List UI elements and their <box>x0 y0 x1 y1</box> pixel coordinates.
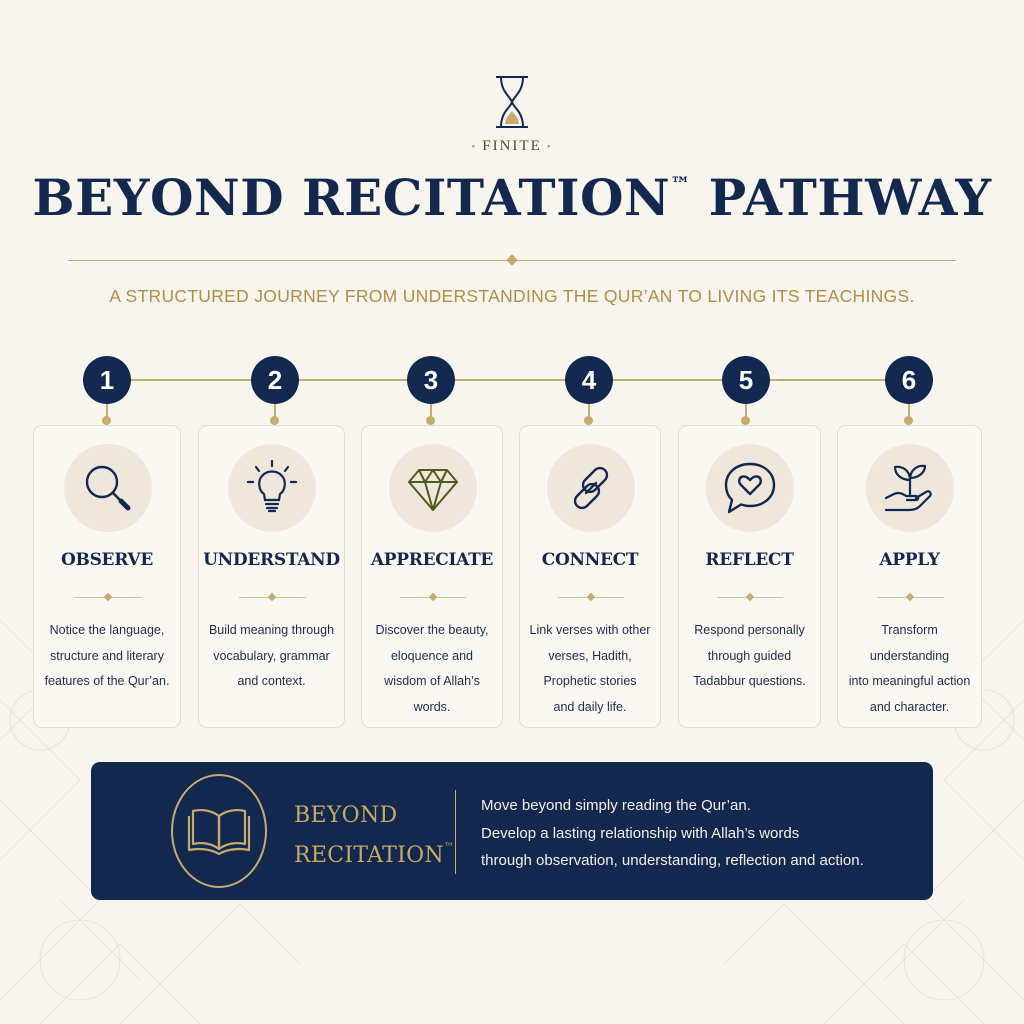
step-description: Notice the language, structure and liter… <box>40 618 174 695</box>
step-number-badge: 6 <box>885 356 933 404</box>
chain-link-icon <box>573 466 609 510</box>
step-title: OBSERVE <box>61 550 153 570</box>
step-description-line: Respond personally <box>694 623 805 637</box>
heart-speech-bubble-icon <box>724 462 776 514</box>
step-title-ornament <box>428 592 438 602</box>
summary-banner: BEYOND RECITATION™ Move beyond simply re… <box>91 762 933 900</box>
diamond-icon <box>408 469 458 511</box>
step-description-line: structure and literary <box>50 648 164 663</box>
step-connector-dot <box>102 416 111 425</box>
step-description-line: and context. <box>237 674 306 688</box>
step-card-reflect: REFLECT Respond personally through guide… <box>678 425 821 728</box>
brand-name-row: •FINITE• <box>471 138 553 154</box>
brand-name: FINITE <box>482 138 542 154</box>
magnifier-icon <box>85 465 131 511</box>
pathway-timeline <box>107 379 910 381</box>
step-number-badge: 2 <box>251 356 299 404</box>
step-description-line: and character. <box>869 699 950 714</box>
step-title-ornament <box>103 592 113 602</box>
brand-logo <box>0 74 1024 130</box>
step-card-appreciate: APPRECIATE Discover the beauty, eloquenc… <box>361 425 503 728</box>
step-icon-backdrop <box>866 444 954 532</box>
title-main: BEYOND RECITATION <box>32 168 671 227</box>
step-connector <box>745 404 747 420</box>
banner-message-line: Develop a lasting relationship with Alla… <box>481 824 800 842</box>
page-title: BEYOND RECITATION™ PATHWAY <box>0 168 1024 227</box>
step-connector-dot <box>270 416 279 425</box>
step-number-badge: 5 <box>722 356 770 404</box>
step-description-line: words. <box>413 699 451 714</box>
step-description-line: Discover the beauty, <box>375 623 489 637</box>
banner-brand-word: RECITATION <box>294 843 444 868</box>
banner-trademark-mark: ™ <box>443 842 455 853</box>
step-title: CONNECT <box>541 550 639 570</box>
step-connector-dot <box>741 416 750 425</box>
step-description: Discover the beauty, eloquence and wisdo… <box>368 618 496 720</box>
step-description-line: Tadabbur questions. <box>693 674 806 688</box>
hourglass-icon <box>496 76 528 128</box>
banner-emblem <box>171 774 267 888</box>
step-title: REFLECT <box>705 550 794 570</box>
step-connector-dot <box>584 416 593 425</box>
step-title-ornament <box>267 592 277 602</box>
step-connector <box>588 404 590 420</box>
step-description-line: wisdom of Allah’s <box>384 674 480 688</box>
step-card-connect: CONNECT Link verses with other verses, H… <box>519 425 661 728</box>
step-icon-backdrop <box>706 444 794 532</box>
step-number-badge: 3 <box>407 356 455 404</box>
step-icon-backdrop <box>228 444 316 532</box>
step-connector <box>106 404 108 420</box>
sprout-in-hand-icon <box>884 464 932 512</box>
page-subtitle: A STRUCTURED JOURNEY FROM UNDERSTANDING … <box>109 286 915 306</box>
step-description-line: through guided <box>707 648 792 663</box>
lightbulb-icon <box>246 459 298 513</box>
step-description-line: and daily life. <box>553 699 627 714</box>
step-card-observe: OBSERVE Notice the language, structure a… <box>33 425 181 728</box>
step-title: APPRECIATE <box>370 550 494 570</box>
banner-divider <box>455 790 456 874</box>
step-description-line: vocabulary, grammar <box>213 648 330 663</box>
step-icon-backdrop <box>547 444 635 532</box>
step-description-line: verses, Hadith, <box>548 648 632 663</box>
step-number-badge: 1 <box>83 356 131 404</box>
step-description: Respond personally through guided Tadabb… <box>685 618 814 695</box>
step-description-line: Prophetic stories <box>543 674 637 688</box>
banner-brand-line: BEYOND <box>294 803 398 828</box>
title-tail: PATHWAY <box>690 168 992 227</box>
step-description: Link verses with other verses, Hadith, P… <box>526 618 654 720</box>
step-description-line: features of the Qur’an. <box>44 674 170 688</box>
step-description-line: Build meaning through <box>208 623 335 637</box>
step-title-ornament <box>745 592 755 602</box>
step-number-badge: 4 <box>565 356 613 404</box>
step-title: APPLY <box>879 550 940 570</box>
step-connector-dot <box>904 416 913 425</box>
step-description: Transform understanding into meaningful … <box>844 618 975 720</box>
step-connector <box>908 404 910 420</box>
step-icon-backdrop <box>64 444 152 532</box>
step-connector-dot <box>426 416 435 425</box>
step-description: Build meaning through vocabulary, gramma… <box>205 618 338 695</box>
step-description-line: Notice the language, <box>49 623 165 637</box>
banner-brand-line-2: RECITATION™ <box>294 832 454 872</box>
step-description-line: Link verses with other <box>529 623 651 637</box>
banner-message-line: Move beyond simply reading the Qur’an. <box>481 797 751 814</box>
step-icon-backdrop <box>389 444 477 532</box>
step-title-ornament <box>905 592 915 602</box>
banner-message: Move beyond simply reading the Qur’an. D… <box>481 792 913 875</box>
banner-brand: BEYOND RECITATION™ <box>294 800 454 872</box>
step-title: UNDERSTAND <box>203 550 340 570</box>
step-card-apply: APPLY Transform understanding into meani… <box>837 425 982 728</box>
step-connector <box>430 404 432 420</box>
step-connector <box>274 404 276 420</box>
step-title-ornament <box>586 592 596 602</box>
banner-message-line: through observation, understanding, refl… <box>481 852 864 869</box>
step-card-understand: UNDERSTAND Build meaning through vocabul… <box>198 425 345 728</box>
open-book-icon <box>187 808 251 856</box>
step-description-line: Transform understanding <box>869 623 950 663</box>
step-description-line: into meaningful action <box>848 674 971 688</box>
trademark-mark: ™ <box>670 172 691 196</box>
step-description-line: eloquence and <box>390 648 474 663</box>
